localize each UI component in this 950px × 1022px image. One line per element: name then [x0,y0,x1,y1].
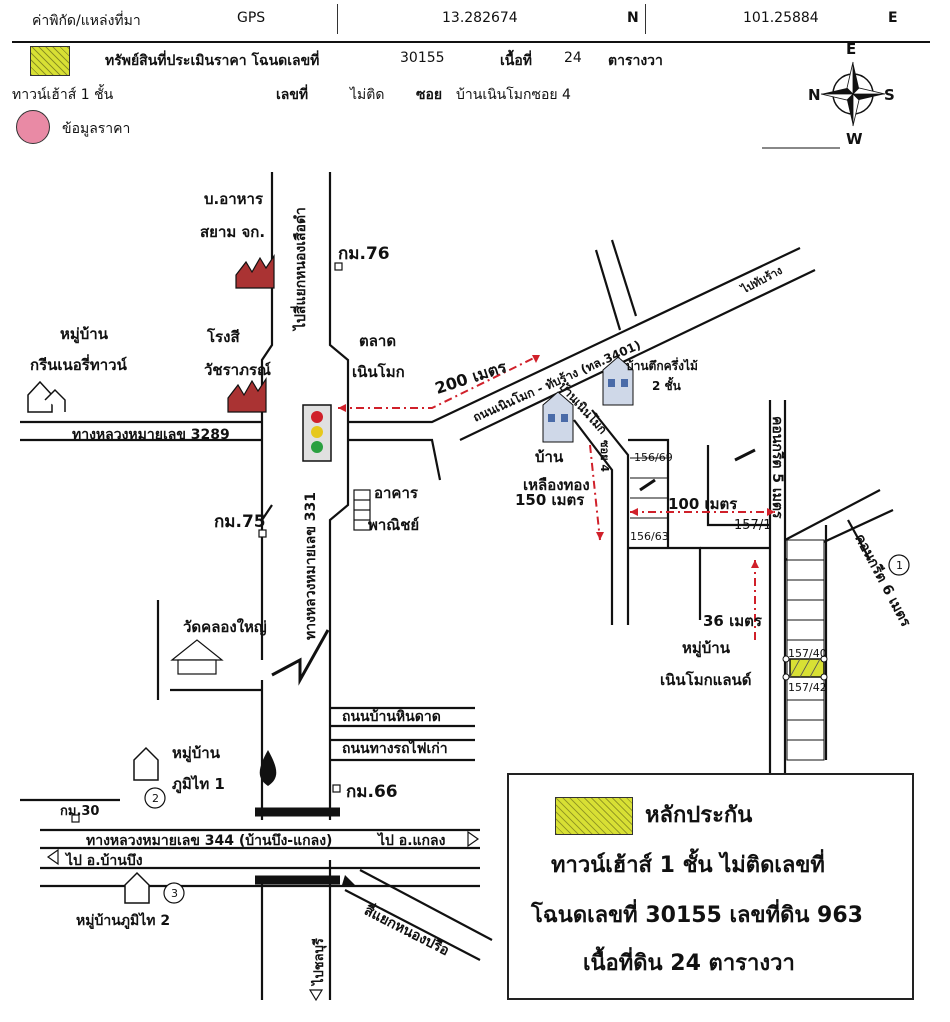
circle-number-2: 2 [152,792,159,805]
label-concrete-5m: คอนกรีต 5 เมตร [769,416,785,519]
label-village-phumthai1-2: ภูมิไท 1 [172,775,225,793]
property-type: ทาวน์เฮ้าส์ 1 ชั้น [12,87,114,103]
label-km75: กม.75 [214,512,266,532]
header-divider [337,4,338,34]
label-house-wood-1: บ้านตึกครึ่งไม้ [626,359,698,373]
header-rule [12,41,930,43]
label-lot-157-40: 157/40 [788,647,827,660]
latitude-dir: N [627,10,639,26]
label-dist-36: 36 เมตร [703,612,762,630]
soi-label: ซอย [416,87,443,103]
commercial-building-icon [353,489,371,531]
label-dye-factory-2: วัชราภรณ์ [204,361,271,379]
area-label: เนื้อที่ [500,53,532,69]
label-food-company-2: สยาม จก. [200,223,266,241]
legend-subject-swatch [555,797,633,835]
label-lot-156-69: 156/69 [634,451,673,464]
number-label: เลขที่ [276,87,309,103]
label-house-yellow-2: เหลืองทอง [523,476,590,494]
label-hwy331: ทางหลวงหมายเลข 331 [303,492,319,640]
area-unit: ตารางวา [608,53,663,69]
label-dist-150: 150 เมตร [515,491,585,509]
label-house-yellow-1: บ้าน [535,448,564,466]
legend-line-3: เนื้อที่ดิน 24 ตารางวา [583,951,795,976]
label-to-ban-bueng: ไป อ.บ้านบึง [66,853,143,869]
label-to-klaeng: ไป อ.แกลง [378,833,446,849]
coord-source: GPS [237,10,266,26]
legend-line-2: โฉนดเลขที่ 30155 เลขที่ดิน 963 [531,903,863,928]
number-value: ไม่ติด [350,87,385,103]
label-village-noen-1: หมู่บ้าน [682,639,730,657]
label-market-1: ตลาด [359,332,397,350]
header-divider [645,4,646,34]
label-village-phumthai2: หมู่บ้านภูมิไท 2 [76,913,171,929]
longitude-value: 101.25884 [743,10,819,26]
label-to-south: ไปชลบุรี [312,938,327,985]
label-village-noen-2: เนินโมกแลนด์ [660,671,752,689]
price-info-marker [16,110,50,144]
legend-box: หลักประกัน ทาวน์เฮ้าส์ 1 ชั้น ไม่ติดเลขท… [507,773,914,1000]
subject-swatch [30,46,70,76]
village-icon [27,380,159,904]
soi-value: บ้านเนินโมกซอย 4 [456,87,571,103]
label-market-2: เนินโมก [352,363,405,381]
townhouse-rows [786,539,825,761]
label-dye-factory-1: โรงสี [207,328,240,346]
label-food-company-1: บ.อาหาร [204,190,264,208]
deed-number: 30155 [400,50,445,66]
label-lot-156-63: 156/63 [630,530,669,543]
label-km66: กม.66 [346,782,398,802]
latitude-value: 13.282674 [442,10,518,26]
label-village-green-2: กรีนเนอรี่ทาวน์ [30,356,127,374]
legend-line-1: ทาวน์เฮ้าส์ 1 ชั้น ไม่ติดเลขที่ [551,853,825,878]
circle-number-1: 1 [896,559,903,572]
label-km76: กม.76 [338,244,390,264]
label-house-wood-2: 2 ชั้น [652,379,681,393]
gas-station-icon [259,750,277,786]
label-rd-railway: ถนนทางรถไฟเก่า [342,741,448,757]
label-lot-157-42: 157/42 [788,681,827,694]
label-hwy3289: ทางหลวงหมายเลข 3289 [72,427,230,443]
label-km30: กม.30 [60,804,100,819]
temple-icon [170,639,224,675]
km-marker-icon [71,262,343,823]
label-commercial-2: พาณิชย์ [368,516,420,534]
compass-rose-icon [820,61,886,127]
label-commercial-1: อาคาร [374,484,418,502]
area-value: 24 [564,50,582,66]
property-title-label: ทรัพย์สินที่ประเมินราคา โฉนดเลขที่ [105,53,320,69]
label-village-phumthai1-1: หมู่บ้าน [172,744,220,762]
compass-s-label: S [884,86,895,104]
label-lot-157-1: 157/1 [734,518,772,533]
longitude-dir: E [888,10,898,26]
compass-e-label: E [846,40,857,58]
label-rd-hin-dat: ถนนบ้านหินดาด [342,709,441,725]
label-hwy344: ทางหลวงหมายเลข 344 (บ้านบึง-แกลง) [86,833,333,849]
price-info-label: ข้อมูลราคา [62,121,131,137]
label-to-yaek-nong-seued: ไปสี่แยกหนองเสือดำ [293,207,309,330]
compass-n-label: N [808,86,821,104]
label-soi4: ซอย 4 [598,440,611,473]
house-icon [542,356,634,443]
compass-w-label: W [846,130,863,148]
coord-label: ค่าพิกัด/แหล่งที่มา [32,13,141,29]
label-village-green-1: หมู่บ้าน [60,325,108,343]
subject-lot [789,658,825,678]
factory-icon [227,254,275,413]
label-wat: วัดคลองใหญ่ [183,618,267,636]
route-line [338,354,775,640]
legend-title: หลักประกัน [645,803,753,828]
label-dist-100: 100 เมตร [668,495,738,513]
circle-number-3: 3 [171,887,178,900]
